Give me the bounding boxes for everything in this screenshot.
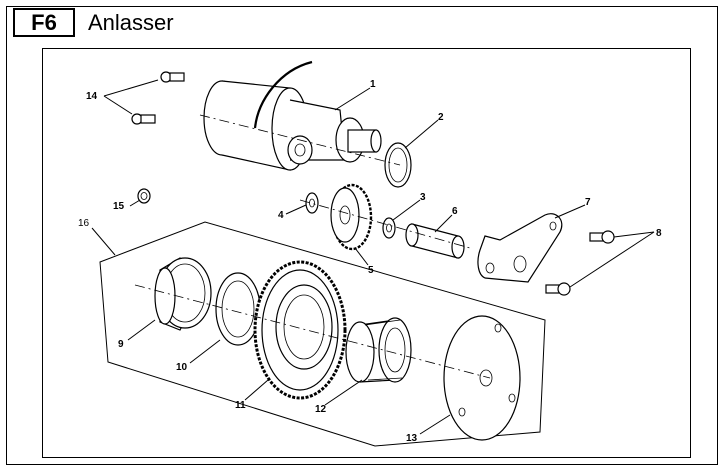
callout-9: 9 xyxy=(118,339,124,350)
leader-lines xyxy=(91,79,655,435)
part-6-shaft xyxy=(405,223,465,259)
axis-lower xyxy=(134,284,491,379)
part-15-washer xyxy=(137,188,151,204)
callout-14: 14 xyxy=(86,91,98,102)
part-14-bolts xyxy=(131,71,185,125)
callout-11: 11 xyxy=(235,400,246,411)
section-code-badge: F6 xyxy=(13,8,75,37)
callout-2: 2 xyxy=(438,112,444,123)
callout-5: 5 xyxy=(368,265,374,276)
part-13-clutch-plate xyxy=(443,315,521,441)
callout-10: 10 xyxy=(176,362,188,373)
part-11-starter-gear xyxy=(253,260,347,400)
callout-15: 15 xyxy=(113,201,125,212)
part-12-needle-bearing xyxy=(345,317,412,383)
section-title: Anlasser xyxy=(88,10,174,35)
callout-1: 1 xyxy=(370,79,376,90)
part-10-thrust-washer xyxy=(215,272,261,346)
callout-16: 16 xyxy=(78,218,90,229)
callout-13: 13 xyxy=(406,433,418,444)
part-4-washer xyxy=(305,192,319,214)
axis-upper xyxy=(199,114,401,166)
callout-3: 3 xyxy=(420,192,426,203)
section-code: F6 xyxy=(31,10,57,35)
part-8-bolts xyxy=(545,230,615,296)
callout-6: 6 xyxy=(452,206,458,217)
part-16-assembly-outline xyxy=(99,221,546,447)
part-7-bracket xyxy=(477,213,563,283)
part-3-washer xyxy=(382,217,396,239)
part-5-idler-gear xyxy=(330,183,373,251)
callout-8: 8 xyxy=(656,228,662,239)
diagram-frame xyxy=(42,48,691,458)
part-9-bushing xyxy=(154,257,212,331)
callout-7: 7 xyxy=(585,197,591,208)
part-1-starter-motor xyxy=(203,60,382,171)
axis-mid xyxy=(299,199,471,249)
callout-12: 12 xyxy=(315,404,327,415)
callout-4: 4 xyxy=(278,210,284,221)
